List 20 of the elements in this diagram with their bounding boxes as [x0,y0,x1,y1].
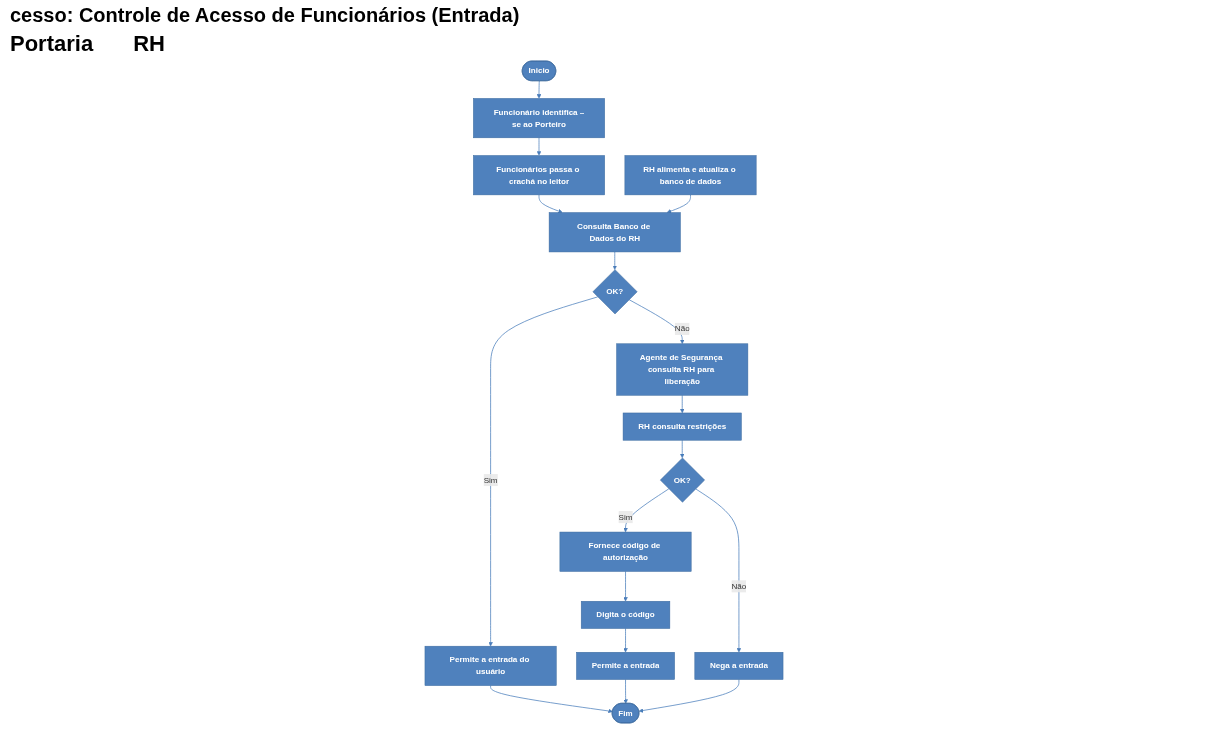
edge-label: Sim [483,475,498,485]
node-box: Permite a entrada [576,652,675,680]
node-box: Nega a entrada [694,652,784,680]
lane-heading: RH [133,31,165,57]
node-box: Agente de Segurança consulta RH para liberação [616,343,749,396]
edge-label: Não [674,324,690,333]
node-box: RH alimenta e atualiza o banco de dados [624,155,757,196]
node-box: Permite a entrada do usuário [424,645,557,686]
diagram-title: cesso: Controle de Acesso de Funcionários (Entrada) [10,4,521,27]
node-diamond: OK? [660,457,705,503]
node-box: Digita o código [580,601,671,629]
edge-label: Sim [618,512,633,522]
lane-heading: Portaria [10,31,94,57]
node-box: Consulta Banco de Dados do RH [548,212,681,253]
node-diamond: OK? [592,269,638,315]
node-box: Funcionário identifica –se ao Porteiro [473,98,605,139]
edge-label: Não [731,581,747,591]
node-box: Funcionários passa o crachá no leitor [473,155,605,196]
node-box: Fornece código de autorização [559,531,692,572]
node-box: RH consulta restrições [622,412,742,441]
